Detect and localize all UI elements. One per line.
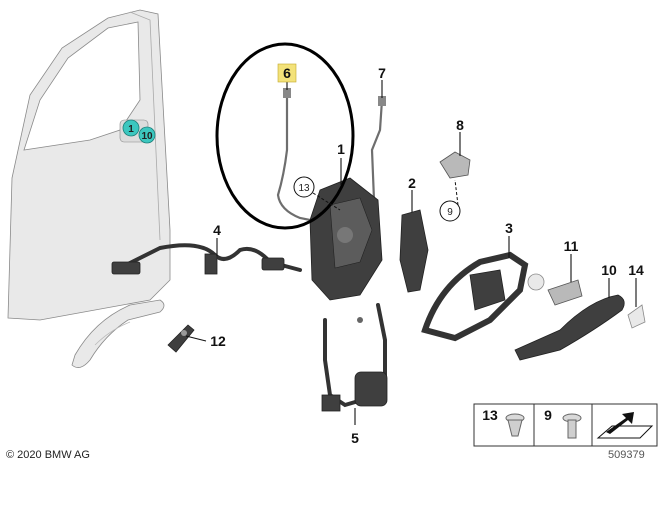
circled-ref-13-text: 13 xyxy=(298,183,310,194)
copyright-text: © 2020 BMW AG xyxy=(6,449,90,461)
part-3-handle-carrier xyxy=(421,251,529,342)
door-marker-10-text: 10 xyxy=(141,131,153,142)
part-5-cable xyxy=(321,303,388,412)
highlight-ellipse xyxy=(215,42,355,230)
callout-2-text: 2 xyxy=(408,175,416,191)
part-10-outer-handle xyxy=(514,294,625,361)
callout-12-text: 12 xyxy=(210,333,226,349)
circled-ref-9-text: 9 xyxy=(447,207,453,218)
circled-ref-9: 9 xyxy=(439,200,461,222)
legend-9-text: 9 xyxy=(544,407,552,423)
callout-8-text: 8 xyxy=(456,117,464,133)
door-shell xyxy=(7,9,171,321)
callout-1-text: 1 xyxy=(337,141,345,157)
callout-3-text: 3 xyxy=(505,220,513,236)
legend-13-text: 13 xyxy=(482,407,498,423)
callout-6-text: 6 xyxy=(283,65,291,81)
hex-bolt-icon xyxy=(562,413,582,439)
door-marker-1-text: 1 xyxy=(128,124,134,135)
interior-handle xyxy=(71,299,165,368)
fastener-legend: 13 9 xyxy=(473,403,658,447)
part-8-bracket xyxy=(439,151,471,179)
callout-11-text: 11 xyxy=(564,238,579,254)
part-4-cable xyxy=(111,243,302,275)
callout-14-text: 14 xyxy=(628,262,644,278)
diagram-id-text: 509379 xyxy=(608,449,645,461)
callout-7-text: 7 xyxy=(378,65,386,81)
arrow-pad-icon xyxy=(596,412,654,439)
callout-4-text: 4 xyxy=(213,222,221,238)
leader-lines xyxy=(185,80,637,425)
callout-5-text: 5 xyxy=(351,430,359,446)
door-marker-1: 1 xyxy=(122,119,140,137)
door-marker-10: 10 xyxy=(138,126,156,144)
part-1-lock-actuator xyxy=(309,177,383,301)
circled-ref-13: 13 xyxy=(293,176,315,198)
callout-6: 6 xyxy=(277,63,297,83)
callout-10-text: 10 xyxy=(601,262,617,278)
part-6-cable xyxy=(276,88,321,224)
part-12-bracket xyxy=(167,324,195,353)
part-11-cylinder xyxy=(527,273,583,306)
part-2-bracket xyxy=(399,209,429,293)
countersunk-screw-icon xyxy=(505,413,525,437)
part-14-cap xyxy=(627,304,646,329)
